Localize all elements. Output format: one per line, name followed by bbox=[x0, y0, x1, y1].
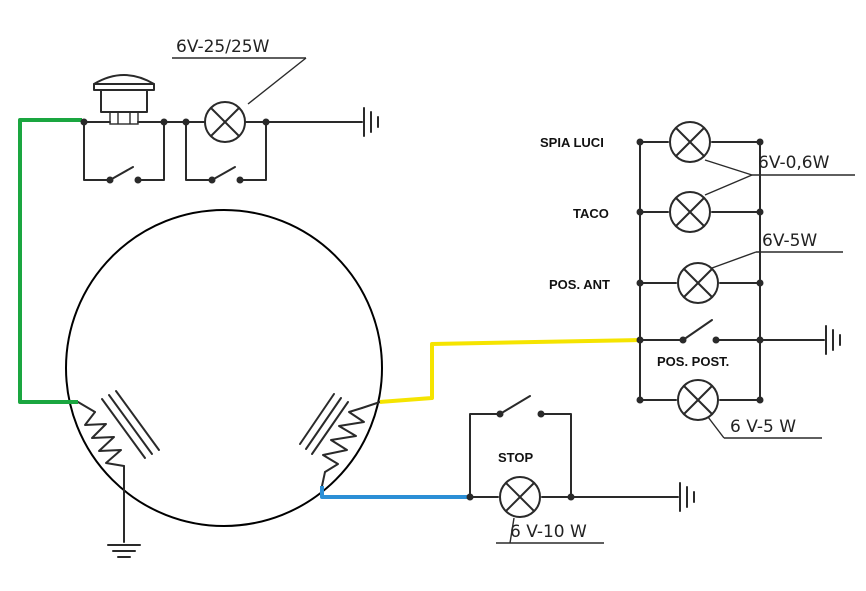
horn-icon bbox=[93, 74, 155, 125]
rating-10w-label: 6 V-10 W bbox=[510, 522, 587, 542]
stop-switch-icon bbox=[469, 395, 572, 498]
lights-switch-icon bbox=[639, 319, 825, 344]
yellow-wire bbox=[379, 338, 641, 404]
lamp-switch-icon bbox=[185, 121, 267, 184]
stop-label: STOP bbox=[498, 450, 533, 465]
pos-ant-lamp bbox=[639, 262, 761, 304]
ground-icon bbox=[825, 325, 841, 355]
rating-5w-top-label: 6V-5W bbox=[762, 231, 817, 251]
taco-lamp bbox=[639, 191, 761, 233]
lamp-icon bbox=[185, 101, 363, 143]
stop-lamp bbox=[469, 476, 679, 518]
rating-06w-label: 6V-0,6W bbox=[758, 153, 830, 173]
ground-icon bbox=[363, 107, 379, 137]
horn-lamp-rating-label: 6V-25/25W bbox=[176, 37, 270, 57]
spia-luci-lamp bbox=[639, 121, 761, 163]
stator-circle bbox=[65, 209, 383, 527]
rating-5w-bottom-label: 6 V-5 W bbox=[730, 417, 796, 437]
spia-luci-label: SPIA LUCI bbox=[540, 135, 604, 150]
ground-icon bbox=[679, 482, 695, 512]
horn-button-switch-icon bbox=[83, 121, 165, 184]
left-coil-icon bbox=[77, 390, 160, 543]
pos-post-lamp bbox=[639, 379, 761, 421]
ground-icon bbox=[107, 544, 141, 558]
taco-label: TACO bbox=[573, 206, 609, 221]
pos-ant-label: POS. ANT bbox=[549, 277, 610, 292]
green-wire bbox=[18, 118, 82, 404]
right-coil-icon bbox=[299, 393, 381, 487]
pos-post-label: POS. POST. bbox=[657, 354, 729, 369]
blue-wire bbox=[320, 486, 470, 499]
